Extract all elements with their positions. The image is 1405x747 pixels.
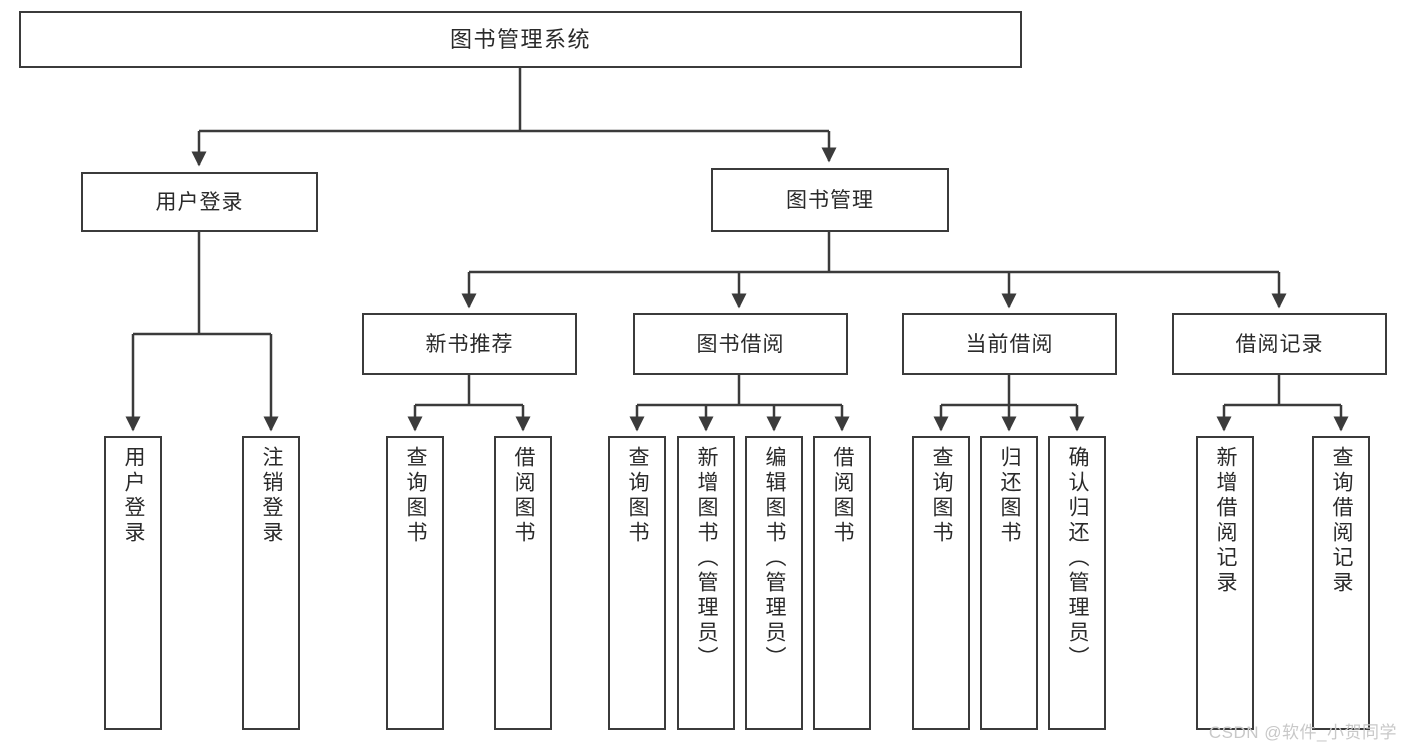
node-new-book-recommendation[interactable]: 新书推荐 <box>362 313 577 375</box>
node-label: 新书推荐 <box>425 332 514 356</box>
node-label: 注销登录 <box>260 446 284 546</box>
leaf-borrow-books-newbook[interactable]: 借阅图书 <box>494 436 552 730</box>
node-label: 查询图书 <box>404 446 428 546</box>
node-label: 用户登录 <box>122 446 146 546</box>
node-label: 查询借阅记录 <box>1330 446 1354 596</box>
leaf-query-books-current[interactable]: 查询图书 <box>912 436 970 730</box>
node-user-login[interactable]: 用户登录 <box>81 172 318 232</box>
node-label: 新增借阅记录 <box>1214 446 1238 596</box>
node-root-book-management-system[interactable]: 图书管理系统 <box>19 11 1022 68</box>
leaf-borrow-books-borrow[interactable]: 借阅图书 <box>813 436 871 730</box>
node-book-management[interactable]: 图书管理 <box>711 168 949 232</box>
leaf-query-borrow-record[interactable]: 查询借阅记录 <box>1312 436 1370 730</box>
node-label: 归还图书 <box>998 446 1022 546</box>
node-current-borrowing[interactable]: 当前借阅 <box>902 313 1117 375</box>
leaf-add-borrow-record[interactable]: 新增借阅记录 <box>1196 436 1254 730</box>
node-label: 确认归还（管理员） <box>1066 446 1090 671</box>
node-label: 新增图书（管理员） <box>695 446 719 671</box>
node-label: 借阅图书 <box>831 446 855 546</box>
leaf-add-book-admin[interactable]: 新增图书（管理员） <box>677 436 735 730</box>
leaf-logout[interactable]: 注销登录 <box>242 436 300 730</box>
node-book-borrowing[interactable]: 图书借阅 <box>633 313 848 375</box>
node-label: 图书管理系统 <box>449 26 591 52</box>
node-label: 查询图书 <box>930 446 954 546</box>
node-label: 用户登录 <box>155 190 244 214</box>
node-label: 图书管理 <box>786 188 874 212</box>
node-borrowing-records[interactable]: 借阅记录 <box>1172 313 1387 375</box>
leaf-query-books-borrow[interactable]: 查询图书 <box>608 436 666 730</box>
leaf-query-books-newbook[interactable]: 查询图书 <box>386 436 444 730</box>
leaf-return-books[interactable]: 归还图书 <box>980 436 1038 730</box>
node-label: 编辑图书（管理员） <box>763 446 787 671</box>
node-label: 图书借阅 <box>696 332 785 356</box>
node-label: 当前借阅 <box>965 332 1054 356</box>
leaf-edit-book-admin[interactable]: 编辑图书（管理员） <box>745 436 803 730</box>
node-label: 借阅图书 <box>512 446 536 546</box>
node-label: 查询图书 <box>626 446 650 546</box>
node-label: 借阅记录 <box>1235 332 1324 356</box>
leaf-user-login[interactable]: 用户登录 <box>104 436 162 730</box>
leaf-confirm-return-admin[interactable]: 确认归还（管理员） <box>1048 436 1106 730</box>
csdn-watermark: CSDN @软件_小贺同学 <box>1208 723 1397 742</box>
